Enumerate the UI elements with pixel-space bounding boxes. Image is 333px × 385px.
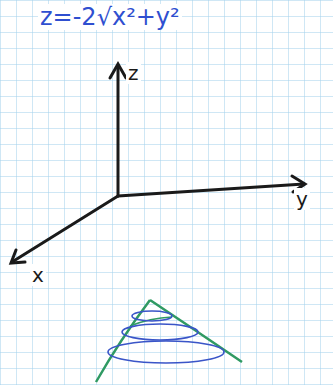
cone — [96, 300, 242, 382]
axis-label: z — [126, 62, 141, 84]
cone-right-edge — [150, 300, 242, 362]
z-axis — [117, 66, 120, 196]
axis-label: y — [294, 188, 310, 210]
x-axis — [12, 196, 118, 262]
z-arrowhead — [110, 64, 126, 78]
axes — [11, 64, 305, 263]
level-curve — [122, 324, 198, 340]
level-curve — [132, 311, 172, 321]
y-axis — [118, 184, 304, 196]
equation: z=-2√x²+y² — [38, 4, 182, 30]
axis-label: x — [30, 264, 46, 286]
x-arrowhead — [11, 250, 25, 263]
level-curve — [108, 341, 224, 363]
